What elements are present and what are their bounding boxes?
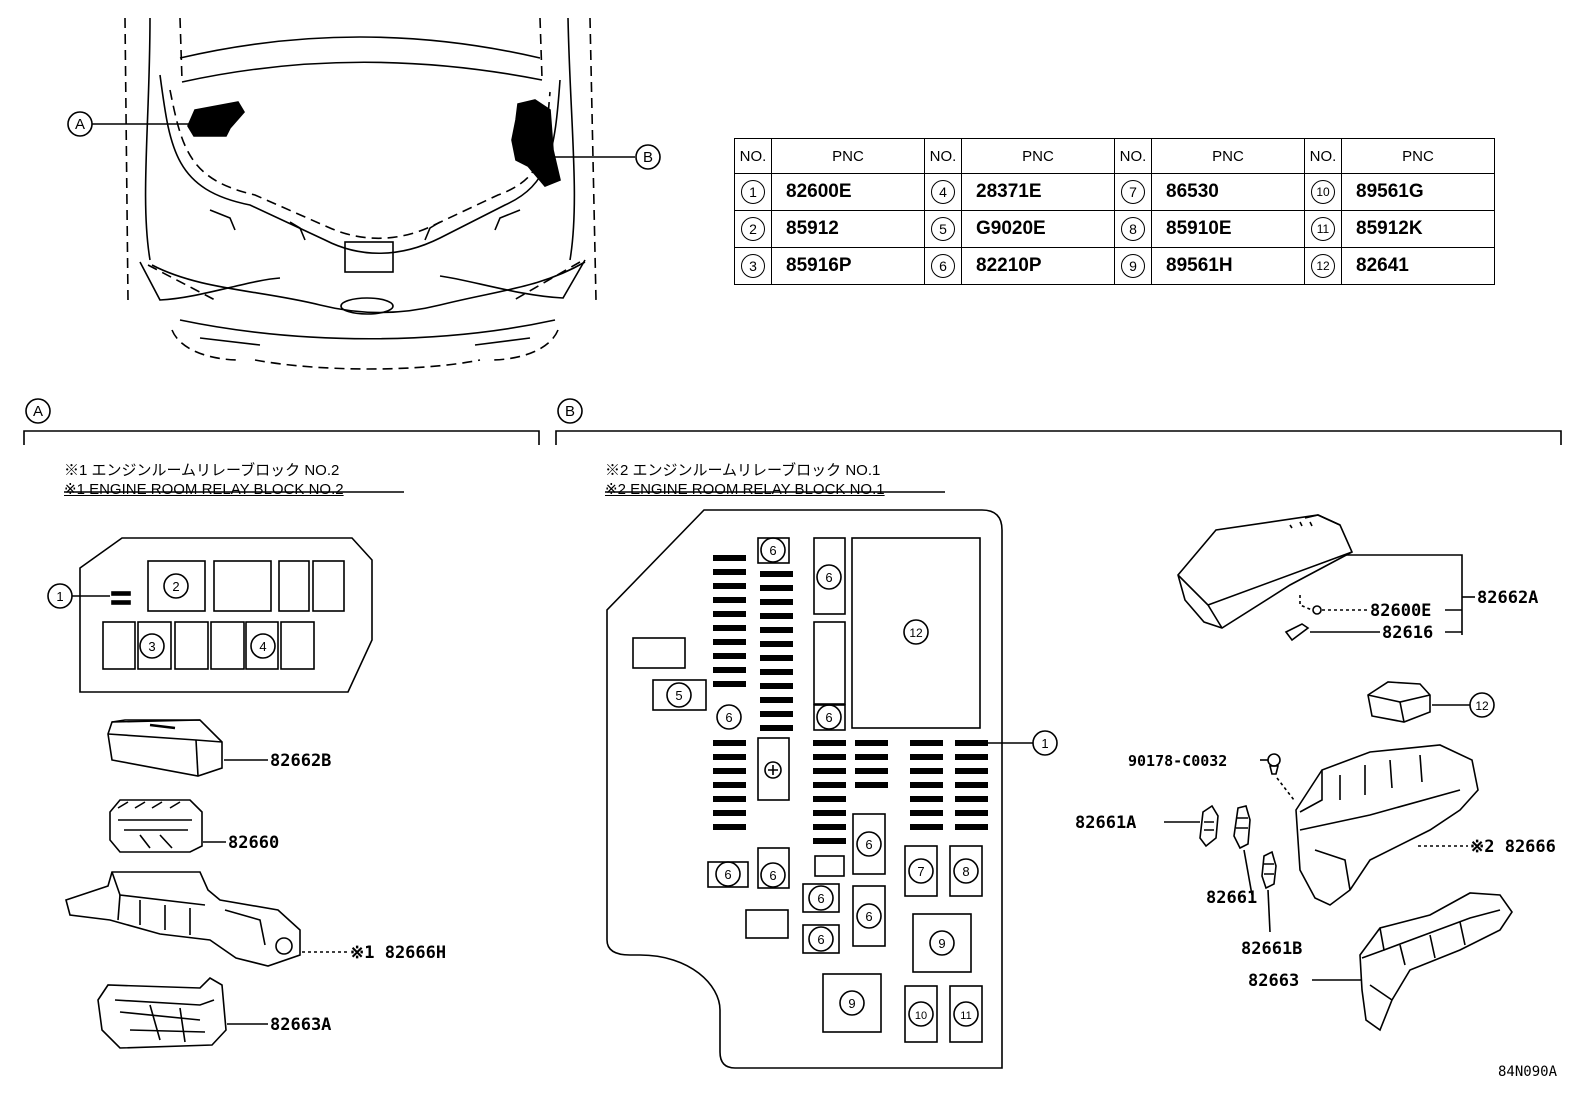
- item-number: 12: [1311, 254, 1335, 278]
- pnc-table: NO. PNC NO. PNC NO. PNC NO. PNC 1 82600E…: [734, 138, 1495, 285]
- location-a-marker: [187, 101, 245, 137]
- callout-a-circle: [67, 111, 93, 137]
- callout-a-label: A: [75, 116, 85, 133]
- pnc-value: 82210P: [961, 247, 1115, 285]
- part-label-82661: 82661: [1206, 888, 1257, 908]
- svg-text:6: 6: [724, 867, 731, 882]
- svg-text:6: 6: [825, 710, 832, 725]
- pnc-value: 82600E: [771, 173, 925, 211]
- item-number: 9: [1121, 254, 1145, 278]
- pnc-value: G9020E: [961, 210, 1115, 248]
- part-label-82662a: 82662A: [1477, 588, 1538, 608]
- svg-text:1: 1: [56, 589, 63, 604]
- part-82663a-drawing: [97, 976, 268, 1049]
- pnc-value: 85912: [771, 210, 925, 248]
- part-82666h-drawing: [65, 871, 348, 967]
- svg-text:6: 6: [769, 868, 776, 883]
- callout-b-label: B: [643, 149, 653, 166]
- relay-block-no1-diagram: [606, 509, 1058, 1069]
- svg-text:6: 6: [769, 543, 776, 558]
- part-label-82666: ※2 82666: [1470, 837, 1556, 857]
- item-number: 7: [1121, 180, 1145, 204]
- svg-text:12: 12: [909, 626, 923, 640]
- pnc-value: 85916P: [771, 247, 925, 285]
- svg-text:1: 1: [1041, 736, 1048, 751]
- pnc-value: 82641: [1341, 247, 1495, 285]
- part-label-82663a: 82663A: [270, 1015, 331, 1035]
- part-label-82600e: 82600E: [1370, 601, 1431, 621]
- part-label-82662b: 82662B: [270, 751, 331, 771]
- svg-text:4: 4: [259, 639, 266, 654]
- table-row: 1 82600E 4 28371E 7 86530 10 89561G: [734, 173, 1495, 211]
- svg-text:8: 8: [962, 864, 969, 879]
- relay-block-no2-diagram: [47, 537, 373, 693]
- part-82663-drawing: [1312, 892, 1513, 1032]
- svg-text:5: 5: [675, 688, 682, 703]
- section-b-marker: [557, 398, 583, 424]
- svg-text:9: 9: [848, 996, 855, 1011]
- pnc-value: 89561H: [1151, 247, 1305, 285]
- table-row: 2 85912 5 G9020E 8 85910E 11 85912K: [734, 210, 1495, 248]
- location-b-marker: [511, 99, 561, 187]
- pnc-value: 86530: [1151, 173, 1305, 211]
- section-a-marker: [25, 398, 51, 424]
- svg-text:6: 6: [865, 909, 872, 924]
- table-row: 3 85916P 6 82210P 9 89561H 12 82641: [734, 247, 1495, 285]
- diagram-code: 84N090A: [1498, 1064, 1558, 1080]
- part-label-82660: 82660: [228, 833, 279, 853]
- part-label-82616: 82616: [1382, 623, 1433, 643]
- part-label-90178-c0032: 90178-C0032: [1128, 752, 1227, 770]
- item-number: 3: [741, 254, 765, 278]
- svg-text:6: 6: [725, 710, 732, 725]
- svg-text:2: 2: [172, 579, 179, 594]
- part-82641-drawing: [1367, 681, 1495, 723]
- item-number: 2: [741, 217, 765, 241]
- pnc-table-header: NO. PNC NO. PNC NO. PNC NO. PNC: [734, 138, 1495, 174]
- part-label-82661a: 82661A: [1075, 813, 1136, 833]
- car-front-view: [124, 17, 597, 370]
- part-82661-terminals: [1164, 804, 1277, 933]
- pnc-value: 85912K: [1341, 210, 1495, 248]
- part-82662b-drawing: [107, 719, 268, 777]
- part-label-82666h: ※1 82666H: [350, 943, 446, 963]
- item-number: 11: [1311, 217, 1335, 241]
- part-82662a-drawing: [1177, 514, 1475, 642]
- svg-text:12: 12: [1475, 699, 1489, 713]
- svg-text:6: 6: [817, 891, 824, 906]
- item-number: 4: [931, 180, 955, 204]
- item-number: 10: [1311, 180, 1335, 204]
- section-b-title-jp: ※2 エンジンルームリレーブロック NO.1: [605, 462, 881, 479]
- section-b-title-en: ※2 ENGINE ROOM RELAY BLOCK NO.1: [605, 481, 885, 498]
- item-number: 6: [931, 254, 955, 278]
- callout-b-circle: [635, 144, 661, 170]
- diagram-number-labels: 1 2 3 4 5 6 6 6 6 6 6 6 6 6 6 7 8 9 9 10…: [56, 543, 1489, 1022]
- section-b-letter: B: [565, 403, 575, 420]
- svg-text:11: 11: [960, 1010, 971, 1022]
- item-number: 1: [741, 180, 765, 204]
- fuse-bars: [713, 555, 988, 844]
- section-a-title-en: ※1 ENGINE ROOM RELAY BLOCK NO.2: [64, 481, 344, 498]
- svg-text:9: 9: [938, 936, 945, 951]
- section-a-letter: A: [33, 403, 43, 420]
- svg-text:7: 7: [917, 864, 924, 879]
- svg-text:6: 6: [865, 837, 872, 852]
- svg-text:10: 10: [915, 1010, 927, 1022]
- part-label-82663: 82663: [1248, 971, 1299, 991]
- pnc-value: 89561G: [1341, 173, 1495, 211]
- part-82666-drawing: [1260, 744, 1479, 906]
- svg-text:6: 6: [817, 932, 824, 947]
- pnc-value: 85910E: [1151, 210, 1305, 248]
- section-a-title-jp: ※1 エンジンルームリレーブロック NO.2: [64, 462, 340, 479]
- part-label-82661b: 82661B: [1241, 939, 1302, 959]
- item-number: 5: [931, 217, 955, 241]
- svg-text:3: 3: [148, 639, 155, 654]
- part-82660-drawing: [109, 799, 226, 853]
- item-number: 8: [1121, 217, 1145, 241]
- svg-text:6: 6: [825, 570, 832, 585]
- pnc-value: 28371E: [961, 173, 1115, 211]
